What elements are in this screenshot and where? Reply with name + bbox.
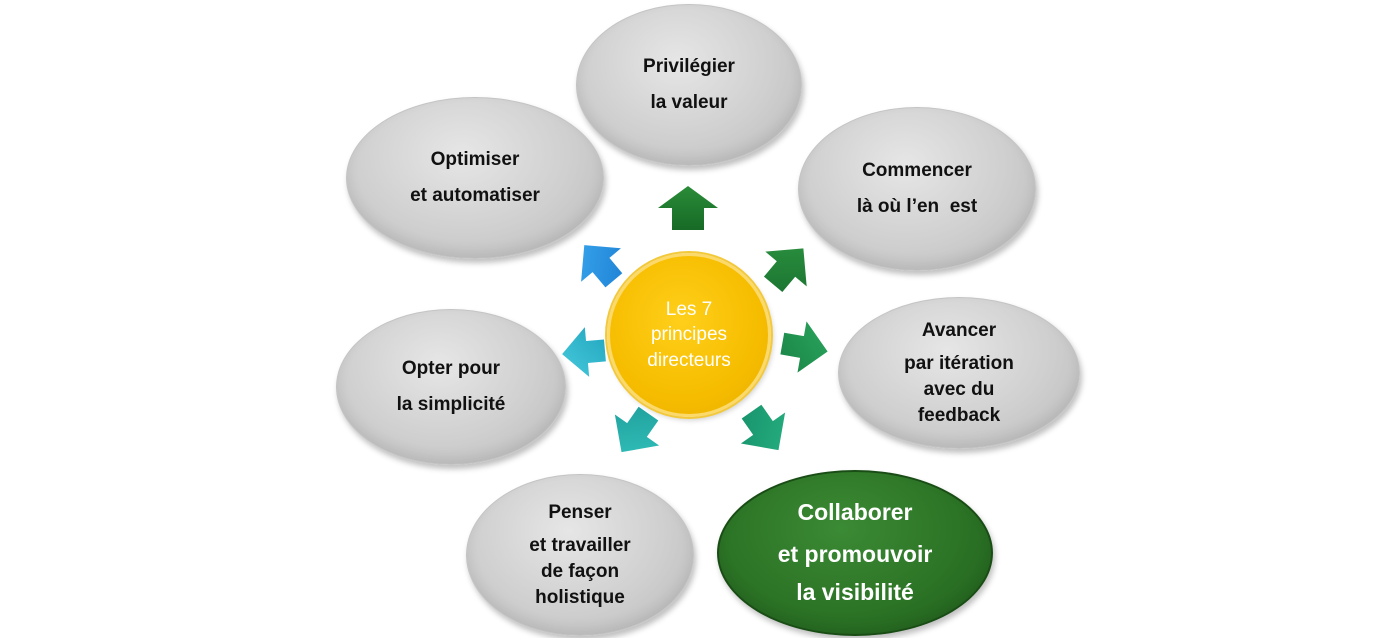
principle-collaborer-line-1: Collaborer (797, 499, 913, 526)
arrow-to-avancer (780, 321, 828, 373)
principle-commencer: Commencer là où l’en est (798, 107, 1036, 271)
principle-penser: Penser et travailler de façon holistique (466, 474, 694, 636)
principle-penser-line-3: de façon (540, 561, 620, 582)
principle-collaborer: Collaborer et promouvoir la visibilité (717, 470, 993, 636)
principle-opter-line-1: Opter pour (401, 357, 501, 379)
principle-avancer-line-4: feedback (917, 404, 1001, 426)
arrow-to-optimiser (581, 245, 623, 288)
principle-avancer-line-1: Avancer (921, 319, 997, 341)
principle-commencer-line-1: Commencer (862, 159, 972, 181)
principle-commencer-line-2: là où l’en est (856, 196, 978, 217)
principle-avancer-line-2: par itération (904, 353, 1014, 375)
center-circle: Les 7 principes directeurs (607, 253, 771, 417)
principle-avancer: Avancer par itération avec du feedback (838, 297, 1080, 449)
principle-penser-line-1: Penser (548, 501, 612, 523)
arrow-to-opter (562, 327, 606, 377)
principle-collaborer-line-2: et promouvoir (777, 541, 933, 568)
principle-optimiser-line-1: Optimiser (430, 148, 520, 170)
center-line-3: directeurs (647, 349, 731, 371)
arrow-to-privilegier (658, 186, 718, 230)
principle-opter: Opter pour la simplicité (336, 309, 566, 465)
principle-privilegier: Privilégier la valeur (576, 4, 802, 166)
principle-privilegier-line-1: Privilégier (643, 55, 735, 77)
principle-penser-line-2: et travailler (529, 535, 631, 557)
principle-collaborer-line-3: la visibilité (796, 578, 914, 605)
center-line-2: principes (650, 324, 728, 346)
principle-opter-line-2: la simplicité (396, 394, 506, 415)
center-line-1: Les 7 (665, 298, 713, 320)
arrow-to-commencer (763, 248, 807, 293)
arrow-to-collaborer (740, 404, 786, 451)
principle-optimiser-line-2: et automatiser (410, 185, 540, 206)
principle-avancer-line-3: avec du (923, 379, 995, 400)
principle-penser-line-4: holistique (535, 586, 625, 608)
principle-optimiser: Optimiser et automatiser (346, 97, 604, 259)
principle-privilegier-line-2: la valeur (650, 92, 728, 113)
arrow-to-penser (614, 406, 660, 453)
